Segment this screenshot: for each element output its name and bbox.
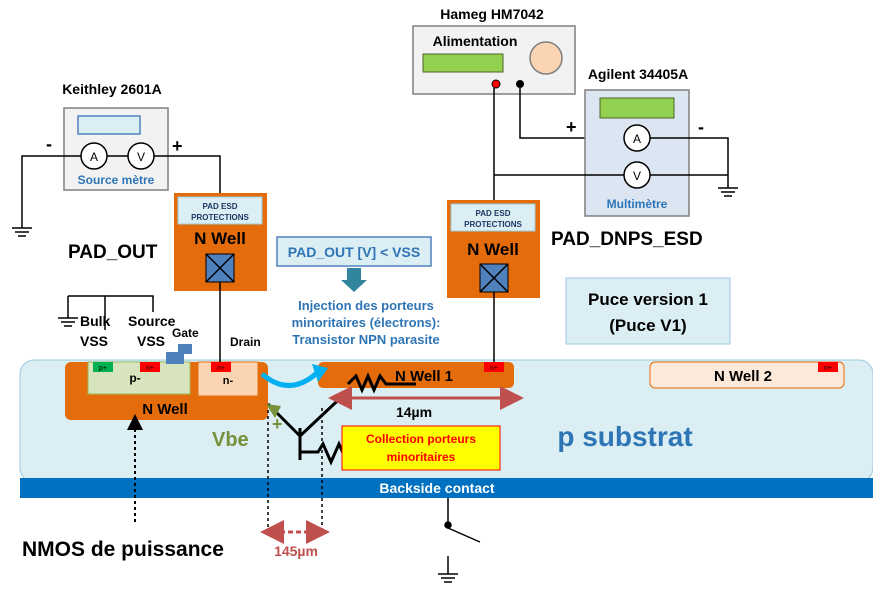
bulk-label: Bulk [80, 313, 111, 329]
source-n-plus-implant [140, 362, 160, 372]
keithley-display [77, 115, 141, 135]
nwell-2-n-plus-label: n+ [824, 365, 832, 372]
nwell-2-n-plus-implant [818, 362, 838, 372]
hameg-plus-terminal [491, 79, 501, 89]
injection-line1: Injection des porteurs [298, 298, 434, 313]
keithley-source-label: Source mètre [78, 173, 155, 187]
hameg-knob-icon [529, 41, 563, 75]
pad-dnps-name: PAD_DNPS_ESD [551, 229, 703, 250]
electron-injection-arrowhead [312, 364, 328, 382]
drain-n-plus-implant [211, 362, 231, 372]
gate-poly-top [178, 344, 192, 354]
pad-out-protections-box [177, 196, 263, 225]
drain-label: Drain [230, 335, 261, 349]
electron-injection-arrow [260, 370, 320, 388]
collection-line2: minoritaires [387, 450, 456, 464]
keithley-ammeter-label: A [90, 150, 98, 164]
vbe-plus-sign: + [272, 414, 283, 434]
pad-out-contact-icon [205, 253, 235, 283]
nmos-label: NMOS de puissance [22, 538, 224, 561]
keithley-plus-sign: + [172, 136, 183, 156]
vss-source-label: VSS [137, 333, 165, 349]
nwell-nmos-label: N Well [142, 401, 188, 418]
nwell-1-n-plus-implant [484, 362, 504, 372]
dimension-145um-label: 145µm [274, 543, 318, 559]
chip-version-line1: Puce version 1 [588, 290, 708, 309]
pad-dnps-protection-line2: PROTECTIONS [464, 220, 522, 229]
nwell-2 [649, 361, 845, 389]
injection-line2: minoritaires (électrons): [292, 315, 441, 330]
keithley-voltmeter-label: V [137, 150, 145, 164]
npn-collector-resistor [346, 372, 416, 394]
p-minus-label: p- [129, 371, 140, 385]
chip-version-box [565, 277, 731, 345]
pad-dnps-protection-line1: PAD ESD [476, 209, 511, 218]
chip-version-line2: (Puce V1) [609, 316, 686, 335]
collection-box [341, 425, 501, 471]
hameg-label: Alimentation [433, 33, 518, 49]
agilent-minus-sign: - [698, 117, 704, 137]
vbe-label: Vbe [212, 429, 249, 451]
pad-out-protection-line2: PROTECTIONS [191, 213, 249, 222]
injection-line3: Transistor NPN parasite [292, 332, 439, 347]
agilent-ammeter-label: A [633, 132, 641, 146]
condition-box [276, 236, 432, 267]
source-label: Source [128, 313, 176, 329]
nwell-1-n-plus-label: n+ [490, 365, 498, 372]
pad-dnps-protections-box [450, 203, 536, 232]
nwell-2-label: N Well 2 [714, 368, 772, 385]
substrate-label: p substrat [557, 421, 692, 452]
agilent-plus-sign: + [566, 117, 577, 137]
p-plus-label: p+ [99, 365, 107, 372]
keithley-title: Keithley 2601A [62, 81, 162, 97]
condition-down-arrow [341, 268, 367, 292]
agilent-wiring [494, 137, 738, 197]
gate-label: Gate [172, 326, 199, 340]
bulk-source-ground-wiring [58, 295, 154, 330]
source-n-plus-label: n+ [146, 365, 154, 372]
vss-bulk-label: VSS [80, 333, 108, 349]
hameg-minus-terminal [516, 80, 524, 88]
pad-out-protection-line1: PAD ESD [203, 202, 238, 211]
agilent-title: Agilent 34405A [588, 66, 688, 82]
drain-n-plus-label: n+ [217, 365, 225, 372]
agilent-display [599, 97, 675, 119]
n-minus-label: n- [223, 375, 234, 387]
collection-line1: Collection porteurs [366, 432, 476, 446]
backside-ground-switch-icon [438, 498, 481, 583]
pad-dnps-contact-icon [479, 263, 509, 293]
hameg-title: Hameg HM7042 [440, 6, 544, 22]
pad-dnps-well-label: N Well [467, 240, 519, 259]
backside-contact [20, 478, 873, 498]
backside-contact-label: Backside contact [379, 480, 494, 496]
condition-text: PAD_OUT [V] < VSS [288, 244, 420, 260]
p-plus-implant [93, 362, 113, 372]
nwell-1-label: N Well 1 [395, 368, 453, 385]
npn-emitter-arrow [266, 404, 281, 418]
hameg-display [422, 53, 504, 73]
pad-out-well-label: N Well [194, 229, 246, 248]
keithley-wiring [12, 155, 221, 237]
dimension-14um-label: 14µm [396, 404, 432, 420]
gate-poly [166, 352, 184, 364]
pad-out-name: PAD_OUT [68, 242, 158, 263]
agilent-voltmeter-label: V [633, 169, 641, 183]
keithley-minus-sign: - [46, 134, 52, 154]
agilent-multimeter-label: Multimètre [607, 197, 668, 211]
